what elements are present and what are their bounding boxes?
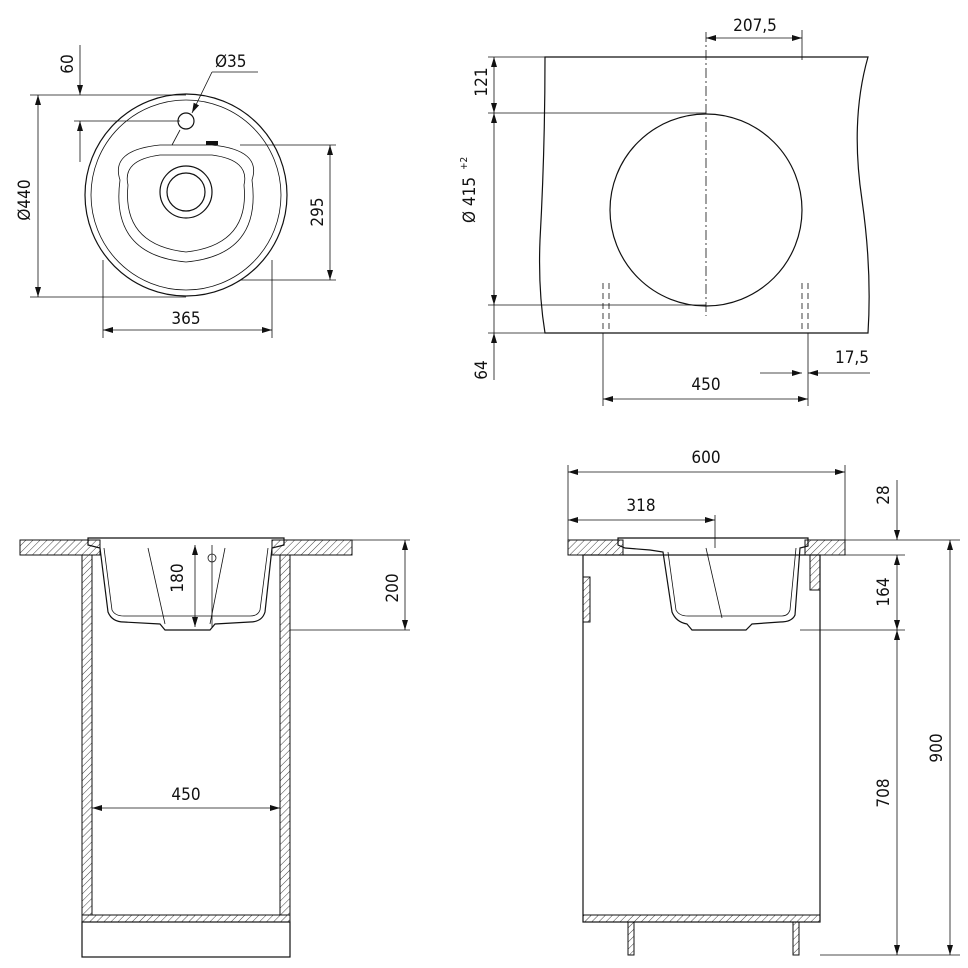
front-section-view: 180 200 450 [19,537,410,958]
dim-total-depth: 200 [383,573,403,602]
dim-countertop-depth: 600 [691,448,720,468]
sink-top-view: 60 Ø35 Ø440 295 365 [15,45,336,338]
dim-top-margin: 121 [472,67,492,96]
tap-hole [177,112,195,130]
dim-wall-offset: 17,5 [835,348,869,368]
dim-bowl-depth-below-top: 164 [874,577,894,606]
dim-bowl-center-offset: 318 [626,496,655,516]
dim-bowl-depth: 180 [168,563,188,592]
dim-cabinet-height: 708 [874,778,894,807]
drain-inner [166,172,206,212]
dim-bottom-margin: 64 [472,360,492,379]
dim-tap-hole-diameter: Ø35 [215,52,247,72]
dim-tap-offset: 60 [58,54,78,73]
dim-cabinet-inner-width: 450 [171,785,200,805]
side-section-view: 600 318 28 164 708 900 [567,448,960,956]
dim-center-offset: 207,5 [733,16,777,36]
dim-bowl-width: 365 [171,309,200,329]
dim-countertop-thickness: 28 [874,485,894,504]
cutout-view: 207,5 121 Ø 415 +2 64 17,5 450 [459,16,870,406]
dim-cutout-tolerance: +2 [459,157,470,170]
dim-bowl-length: 295 [308,197,328,226]
dim-total-height: 900 [927,733,947,762]
dim-cabinet-width: 450 [691,375,720,395]
dim-cutout-diameter: Ø 415 [460,177,480,223]
dim-outer-diameter: Ø440 [15,179,35,220]
drain-outer [159,165,213,219]
